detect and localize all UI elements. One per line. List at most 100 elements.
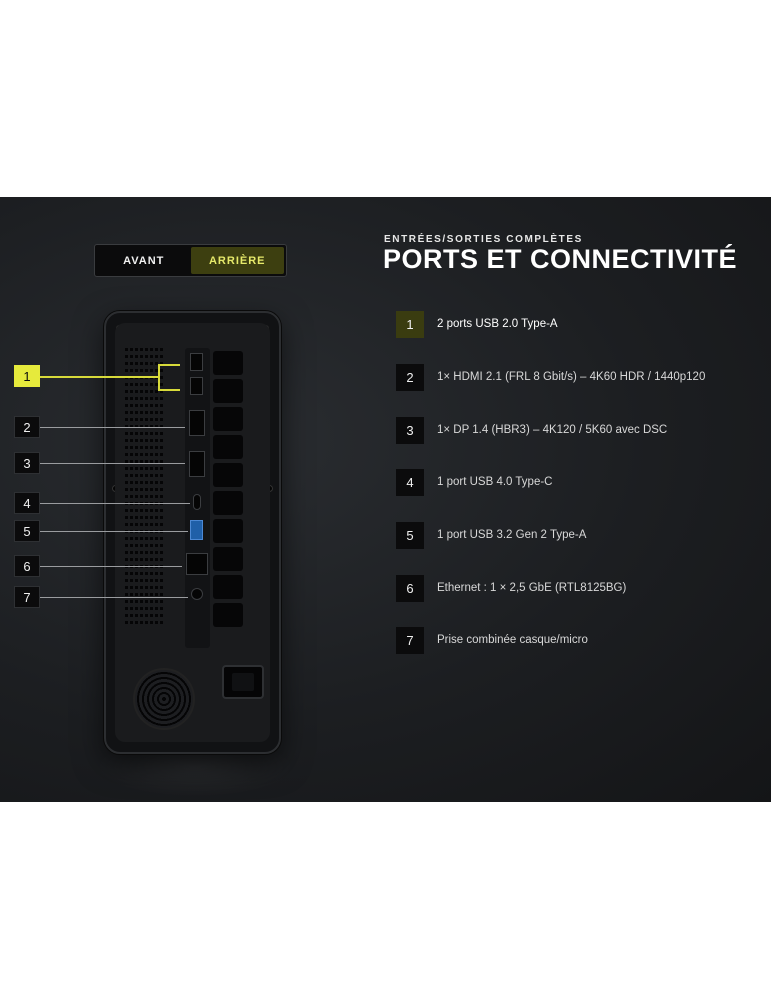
vent-slot bbox=[125, 397, 163, 400]
spec-item-3[interactable]: 3 1× DP 1.4 (HBR3) – 4K120 / 5K60 avec D… bbox=[396, 416, 667, 444]
grill-cell bbox=[213, 379, 243, 403]
vent-slot bbox=[125, 523, 163, 526]
vent-slot bbox=[125, 453, 163, 456]
spec-label: 1× HDMI 2.1 (FRL 8 Gbit/s) – 4K60 HDR / … bbox=[437, 371, 706, 383]
grill-cell bbox=[213, 463, 243, 487]
callout-line-2 bbox=[40, 427, 185, 428]
callout-line-1-top bbox=[158, 364, 180, 366]
grill-cell bbox=[213, 575, 243, 599]
usb-c-port bbox=[193, 494, 201, 510]
grill-cell bbox=[213, 435, 243, 459]
vent-slot bbox=[125, 481, 163, 484]
vent-slot bbox=[125, 411, 163, 414]
callout-line-6 bbox=[40, 566, 182, 567]
callout-1[interactable]: 1 bbox=[14, 365, 40, 387]
vent-slot bbox=[125, 607, 163, 610]
callout-line-7 bbox=[40, 597, 188, 598]
spec-label: 1 port USB 3.2 Gen 2 Type-A bbox=[437, 529, 587, 541]
vent-slot bbox=[125, 593, 163, 596]
power-socket-icon bbox=[222, 665, 264, 699]
callout-line-1-bottom bbox=[158, 389, 180, 391]
vent-slot bbox=[125, 425, 163, 428]
grill-cell bbox=[213, 603, 243, 627]
usb-2-port-lower bbox=[190, 377, 203, 395]
grill-cell bbox=[213, 491, 243, 515]
vent-slot bbox=[125, 446, 163, 449]
spec-label: 2 ports USB 2.0 Type-A bbox=[437, 318, 558, 330]
spec-item-5[interactable]: 5 1 port USB 3.2 Gen 2 Type-A bbox=[396, 521, 586, 549]
vent-slot bbox=[125, 432, 163, 435]
callout-4[interactable]: 4 bbox=[14, 492, 40, 514]
grill-cell bbox=[213, 407, 243, 431]
vent-slot bbox=[125, 621, 163, 624]
vent-slot bbox=[125, 383, 163, 386]
port-column bbox=[185, 348, 210, 648]
grill-cell bbox=[213, 547, 243, 571]
vent-slot bbox=[125, 439, 163, 442]
callout-6[interactable]: 6 bbox=[14, 555, 40, 577]
vent-slot bbox=[125, 390, 163, 393]
grill-column bbox=[213, 351, 243, 631]
vent-slot bbox=[125, 495, 163, 498]
callout-line-5 bbox=[40, 531, 188, 532]
vent-slot bbox=[125, 579, 163, 582]
back-view-button[interactable]: ARRIÈRE bbox=[190, 247, 284, 274]
vent-slot bbox=[125, 362, 163, 365]
vent-slot bbox=[125, 614, 163, 617]
vent-slot bbox=[125, 572, 163, 575]
grill-cell bbox=[213, 351, 243, 375]
spec-number: 3 bbox=[396, 416, 424, 444]
callout-line-3 bbox=[40, 463, 185, 464]
spec-number: 1 bbox=[396, 310, 424, 338]
vent-slot bbox=[125, 404, 163, 407]
fan-icon bbox=[133, 668, 195, 730]
vent-slot bbox=[125, 586, 163, 589]
vent-slot bbox=[125, 537, 163, 540]
vent-slot bbox=[125, 460, 163, 463]
spec-number: 2 bbox=[396, 363, 424, 391]
ethernet-port bbox=[186, 553, 208, 575]
front-view-button[interactable]: AVANT bbox=[123, 254, 165, 267]
spec-number: 7 bbox=[396, 626, 424, 654]
callout-line-4 bbox=[40, 503, 190, 504]
spec-label: 1× DP 1.4 (HBR3) – 4K120 / 5K60 avec DSC bbox=[437, 424, 668, 436]
callout-line-1 bbox=[40, 376, 160, 378]
callout-5[interactable]: 5 bbox=[14, 520, 40, 542]
vent-slot bbox=[125, 488, 163, 491]
spec-number: 5 bbox=[396, 521, 424, 549]
connectivity-panel: AVANT ARRIÈRE bbox=[0, 197, 771, 802]
vent-slot bbox=[125, 600, 163, 603]
spec-item-4[interactable]: 4 1 port USB 4.0 Type-C bbox=[396, 468, 552, 496]
power-socket-inner bbox=[232, 673, 254, 691]
view-toggle: AVANT ARRIÈRE bbox=[94, 244, 287, 277]
page-title: PORTS ET CONNECTIVITÉ bbox=[383, 244, 738, 274]
callout-3[interactable]: 3 bbox=[14, 452, 40, 474]
vent-slot bbox=[125, 516, 163, 519]
spec-label: 1 port USB 4.0 Type-C bbox=[437, 476, 553, 488]
section-eyebrow: ENTRÉES/SORTIES COMPLÈTES bbox=[384, 234, 583, 245]
spec-number: 4 bbox=[396, 468, 424, 496]
device-inner-panel bbox=[115, 323, 270, 742]
device-back-panel bbox=[104, 311, 281, 754]
spec-number: 6 bbox=[396, 574, 424, 602]
spec-item-2[interactable]: 2 1× HDMI 2.1 (FRL 8 Gbit/s) – 4K60 HDR … bbox=[396, 363, 705, 391]
vent-slot bbox=[125, 509, 163, 512]
callout-2[interactable]: 2 bbox=[14, 416, 40, 438]
vent-slot bbox=[125, 355, 163, 358]
vent-slot bbox=[125, 474, 163, 477]
vent-slot bbox=[125, 467, 163, 470]
callout-7[interactable]: 7 bbox=[14, 586, 40, 608]
spec-label: Prise combinée casque/micro bbox=[437, 634, 588, 646]
hdmi-port bbox=[189, 410, 205, 436]
spec-item-1[interactable]: 1 2 ports USB 2.0 Type-A bbox=[396, 310, 558, 338]
grill-cell bbox=[213, 519, 243, 543]
spec-item-6[interactable]: 6 Ethernet : 1 × 2,5 GbE (RTL8125BG) bbox=[396, 574, 626, 602]
vent-slot bbox=[125, 551, 163, 554]
displayport-port bbox=[189, 451, 205, 477]
spec-item-7[interactable]: 7 Prise combinée casque/micro bbox=[396, 626, 588, 654]
callout-line-1-branch bbox=[158, 364, 160, 390]
vent-slot bbox=[125, 544, 163, 547]
vent-slot bbox=[125, 558, 163, 561]
usb-2-port-upper bbox=[190, 353, 203, 371]
vent-slot bbox=[125, 369, 163, 372]
